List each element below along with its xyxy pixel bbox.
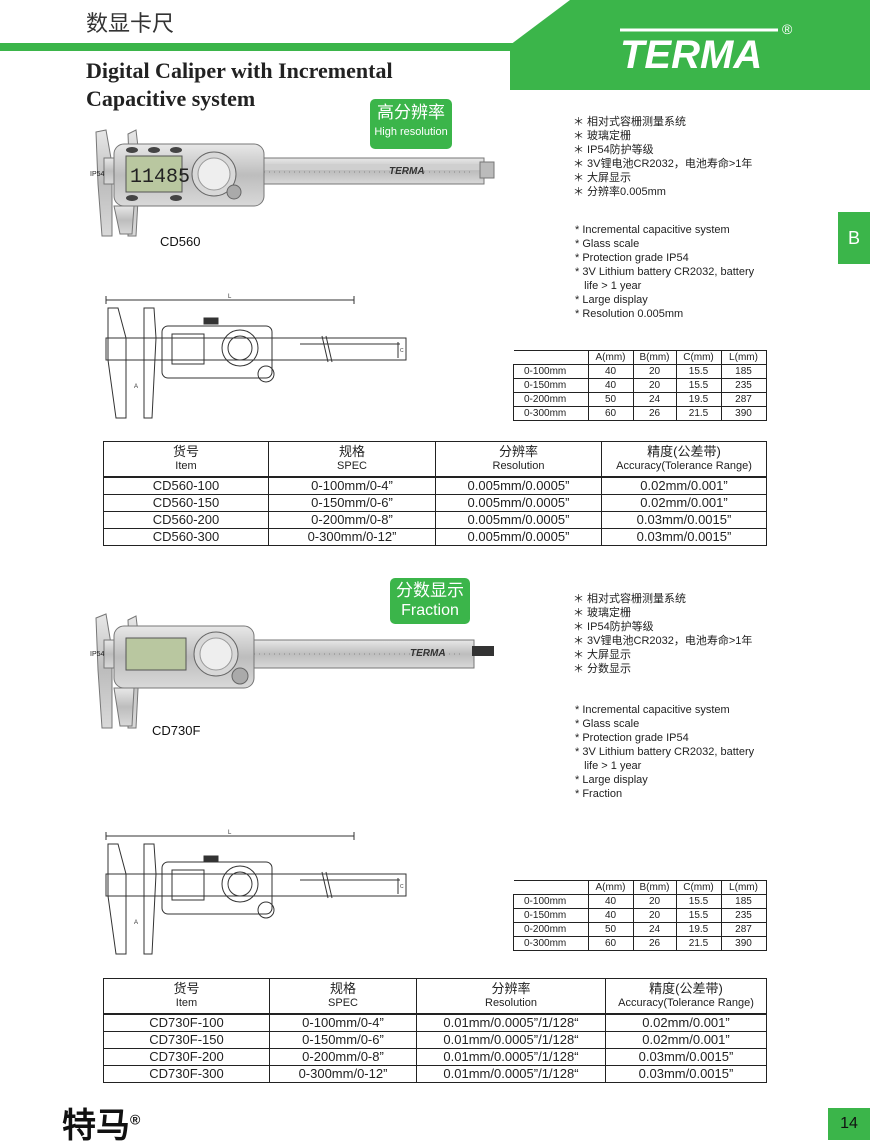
cd730f-caliper-photo: IP54 TERMA [90, 613, 494, 729]
header-green-line [0, 43, 560, 51]
features-cn-cd560: ＊ 相对式容栅测量系统 ＊ 玻璃定栅 ＊ IP54防护等级 ＊ 3V锂电池CR2… [573, 116, 753, 198]
footer-brand: 特马® [62, 1107, 141, 1145]
registered-mark: ® [782, 21, 793, 37]
section-tab-b: B [838, 212, 870, 264]
lcd-readout: 11485 [130, 166, 190, 189]
svg-text:A: A [134, 384, 138, 390]
features-en-cd730f: * Incremental capacitive system * Glass … [575, 704, 755, 800]
svg-text:A: A [134, 920, 138, 926]
cd560-caliper-photo: 11485 IP54 TERMA [90, 129, 495, 237]
fraction-badge: 分数显示 Fraction [390, 578, 470, 624]
high-resolution-badge: 高分辨率 High resolution [370, 99, 452, 149]
page-title: Digital Caliper with Incremental Capacit… [86, 58, 393, 111]
svg-text:L: L [228, 830, 232, 836]
terma-logo: TERMA ® [600, 18, 800, 78]
svg-text:IP54: IP54 [90, 171, 105, 178]
svg-text:TERMA: TERMA [389, 166, 425, 177]
brand-text: TERMA [620, 33, 762, 77]
svg-text:L: L [228, 294, 232, 300]
page-number: 14 [828, 1108, 870, 1140]
features-cn-cd730f: ＊ 相对式容栅测量系统 ＊ 玻璃定栅 ＊ IP54防护等级 ＊ 3V锂电池CR2… [573, 593, 753, 675]
svg-text:TERMA: TERMA [410, 648, 446, 659]
features-en-cd560: * Incremental capacitive system * Glass … [575, 224, 755, 320]
category-title: 数显卡尺 [86, 11, 175, 36]
cd560-technical-drawing: L A C [105, 294, 407, 419]
svg-text:IP54: IP54 [90, 651, 105, 658]
model-cd560: CD560 [160, 234, 201, 249]
svg-text:C: C [400, 348, 404, 354]
cd730f-technical-drawing: L A C [105, 830, 407, 955]
svg-text:C: C [400, 884, 404, 890]
header-green-bar [510, 0, 870, 90]
model-cd730f: CD730F [152, 723, 201, 738]
